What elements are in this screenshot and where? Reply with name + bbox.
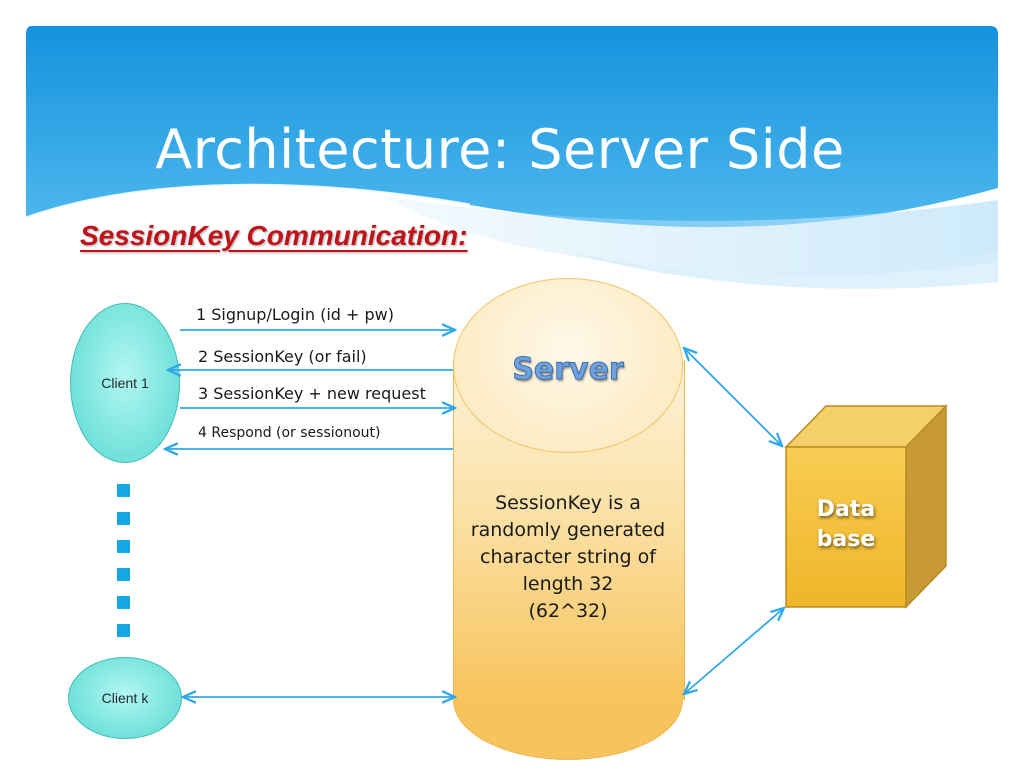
ellipsis-dot: [117, 596, 130, 609]
client-k-node: Client k: [68, 657, 182, 739]
server-description-line: (62^32): [528, 600, 608, 622]
server-description: SessionKey is a randomly generated chara…: [463, 490, 673, 625]
database-label-line: Data: [816, 497, 876, 522]
server-label: Server: [512, 352, 624, 388]
message-respond: 4 Respond (or sessionout): [198, 425, 381, 441]
server-description-line: character string of: [480, 546, 656, 568]
ellipsis-dot: [117, 484, 130, 497]
server-cylinder-top: [453, 278, 683, 453]
arrow-server-database-top: [684, 348, 782, 446]
database-label: Data base: [786, 495, 906, 555]
server-description-line: SessionKey is a: [495, 492, 641, 514]
arrow-server-database-bottom: [684, 608, 784, 694]
client-1-label: Client 1: [101, 375, 149, 391]
server-description-line: randomly generated: [470, 519, 666, 541]
ellipsis-dot: [117, 568, 130, 581]
slide-title: Architecture: Server Side: [155, 118, 845, 181]
ellipsis-dot: [117, 540, 130, 553]
message-sessionkey-request: 3 SessionKey + new request: [198, 384, 426, 403]
message-signup-login: 1 Signup/Login (id + pw): [196, 305, 395, 324]
message-sessionkey: 2 SessionKey (or fail): [198, 347, 367, 366]
client-1-node: Client 1: [70, 303, 180, 463]
server-description-line: length 32: [522, 573, 614, 595]
ellipsis-dot: [117, 624, 130, 637]
client-k-label: Client k: [101, 690, 149, 706]
title-banner: [25, 26, 998, 289]
slide-subtitle: SessionKey Communication:: [80, 220, 468, 251]
database-label-line: base: [816, 527, 876, 552]
ellipsis-dot: [117, 512, 130, 525]
